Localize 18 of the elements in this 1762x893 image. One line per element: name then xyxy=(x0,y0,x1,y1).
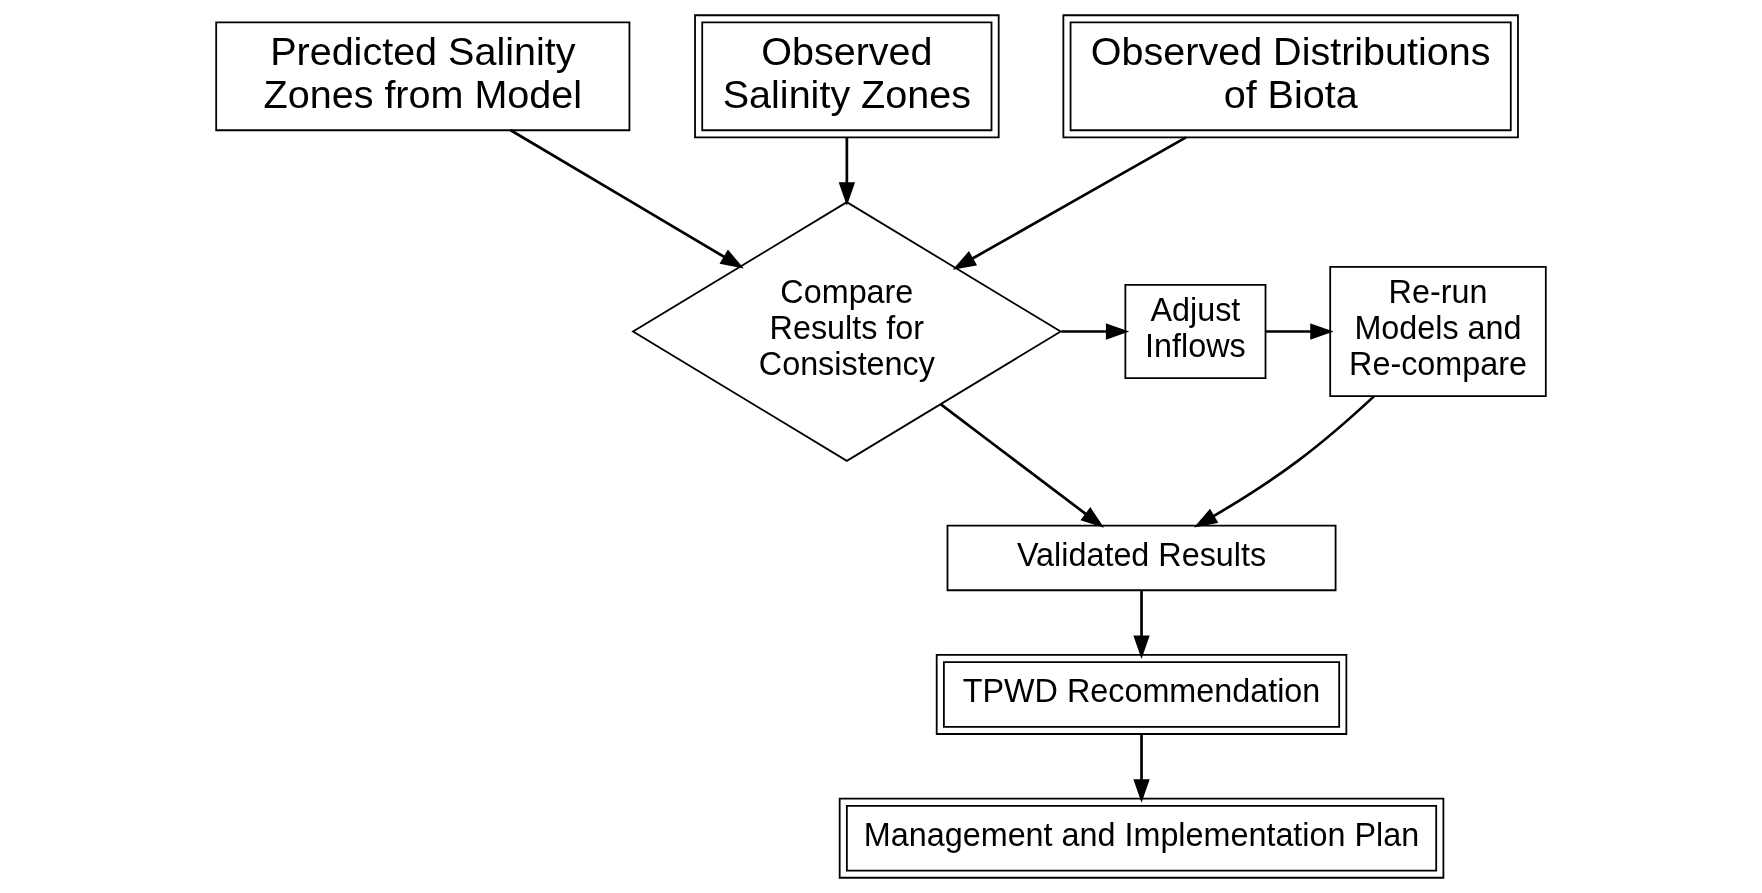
node-box: Predicted Salinity Zones from Model xyxy=(215,21,631,132)
arrow xyxy=(952,136,1187,270)
arrow xyxy=(838,137,856,206)
arrow xyxy=(1193,395,1375,528)
node-box: TPWD Recommendation xyxy=(935,654,1348,735)
node-box: Observed Distributions of Biota xyxy=(1062,14,1519,139)
arrow xyxy=(1133,590,1150,659)
node-box: Adjust Inflows xyxy=(1124,283,1267,380)
arrow xyxy=(1133,734,1150,803)
node-box: Re-run Models and Re-compare xyxy=(1329,265,1547,398)
node-box: Validated Results xyxy=(946,524,1337,592)
node-diamond: Compare Results for Consistency xyxy=(631,201,1063,462)
node-box: Management and Implementation Plan xyxy=(838,797,1445,879)
arrow xyxy=(510,129,744,269)
node-box: Observed Salinity Zones xyxy=(694,14,1000,139)
arrow xyxy=(940,403,1105,528)
arrow xyxy=(1265,323,1334,340)
arrow xyxy=(1061,323,1130,340)
